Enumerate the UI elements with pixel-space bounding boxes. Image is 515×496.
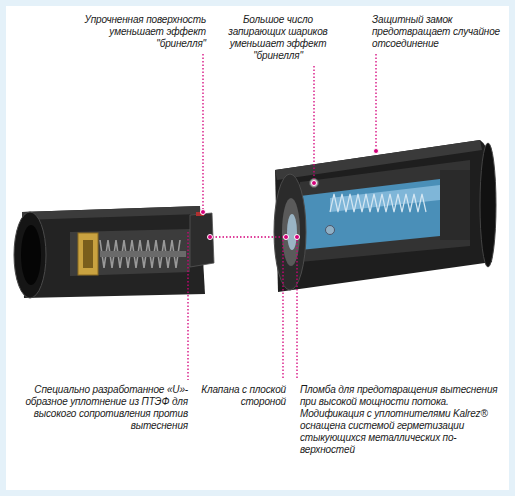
- plug-half: [14, 206, 214, 298]
- panel: [6, 6, 509, 490]
- leader-lines: [188, 54, 376, 380]
- callout-text: Защитный замок предотвращает случайное о…: [372, 14, 507, 50]
- callout-text: Большое число запирающих шариков уменьша…: [226, 14, 330, 62]
- callout-text: Упрочненная поверхность уменьшает эффект…: [74, 14, 206, 50]
- callout-text: Клапана с плоской стороной: [192, 384, 286, 408]
- socket-half: [274, 140, 496, 292]
- leader-dots: [201, 149, 379, 240]
- callout-text: Специально разработанное «U»- образное у…: [22, 384, 188, 432]
- callout-text: Пломба для предотвращения вытеснения при…: [300, 384, 507, 456]
